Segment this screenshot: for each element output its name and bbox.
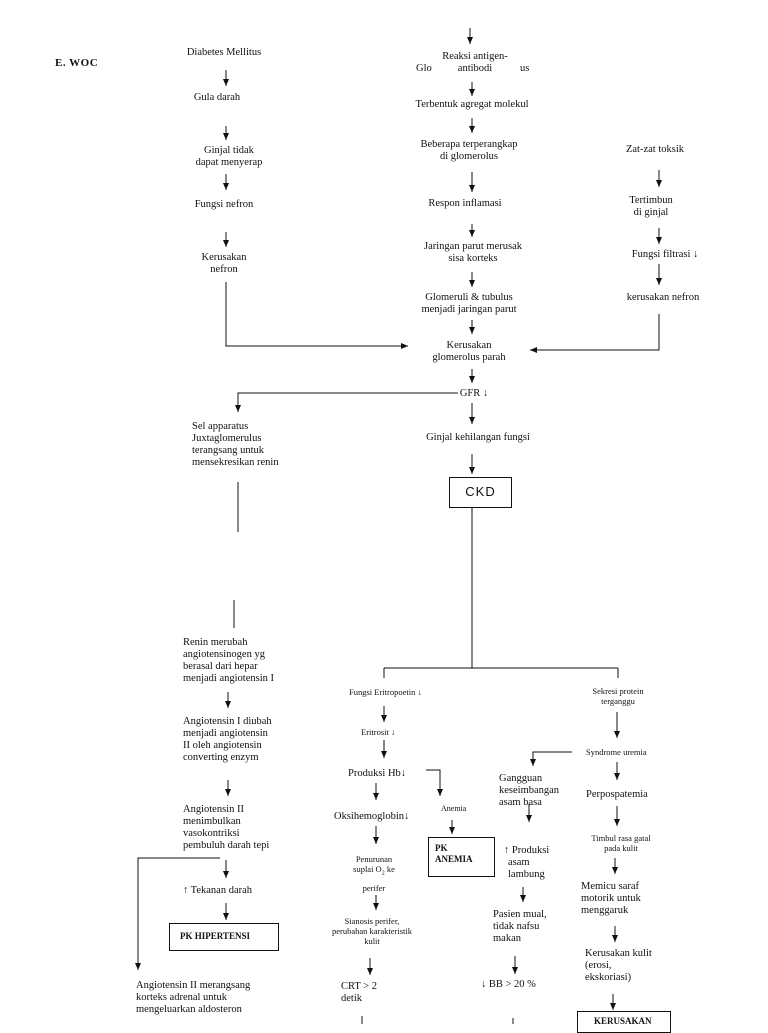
node-gula-darah: Gula darah xyxy=(193,92,241,103)
node-penurunan-bb: ↓ BB > 20 % xyxy=(481,979,536,990)
node-glomerulonefritis-left: Glo xyxy=(416,63,432,74)
node-produksi-hb: Produksi Hb↓ xyxy=(348,768,407,779)
kerusakan-label: KERUSAKAN xyxy=(594,1016,652,1026)
section-title: E. WOC xyxy=(55,57,99,69)
node-pasien-mual: Pasien mual,tidak nafsu makan xyxy=(493,909,547,944)
node-agregat-molekul: Terbentuk agregat molekul xyxy=(415,99,529,110)
node-gfr: GFR ↓ xyxy=(457,388,491,400)
ckd-box: CKD xyxy=(449,477,512,508)
node-zat-toksik: Zat-zat toksik xyxy=(625,144,685,155)
node-sianosis-perifer: Sianosis perifer,perubahan karakteristik… xyxy=(331,916,413,946)
node-oksihemoglobin: Oksihemoglobin↓ xyxy=(334,811,410,822)
node-kerusakan-nefron-right: kerusakan nefron xyxy=(626,292,700,303)
node-fungsi-nefron: Fungsi nefron xyxy=(194,199,254,210)
ckd-label: CKD xyxy=(465,484,496,499)
node-eritrosit: Eritrosit ↓ xyxy=(361,727,396,737)
node-perpospatemia: Perpospatemia xyxy=(586,789,648,800)
node-glomerulonefritis-right: us xyxy=(520,63,530,74)
pk-hipertensi-box: PK HIPERTENSI xyxy=(169,923,279,951)
node-kerusakan-kulit: Kerusakan kulit(erosi, ekskoriasi) xyxy=(585,948,652,983)
node-fungsi-filtrasi: Fungsi filtrasi ↓ xyxy=(631,249,699,260)
node-anemia: Anemia xyxy=(441,804,467,813)
node-fungsi-eritropoetin: Fungsi Eritropoetin ↓ xyxy=(349,687,422,697)
node-ginjal-kehilangan-fungsi: Ginjal kehilangan fungsi xyxy=(426,432,530,443)
node-respon-inflamasi: Respon inflamasi xyxy=(428,198,502,209)
node-tekanan-darah: ↑ Tekanan darah xyxy=(183,885,253,896)
node-diabetes-mellitus: Diabetes Mellitus xyxy=(186,47,262,58)
pk-hipertensi-label: PK HIPERTENSI xyxy=(180,931,250,941)
node-syndrome-uremia: Syndrome uremia xyxy=(585,747,648,757)
node-penurunan-suplai-o2: Penurunan suplai O2 ke perifer xyxy=(353,854,395,893)
kerusakan-box: KERUSAKAN xyxy=(577,1011,671,1033)
node-reaksi-antigen-antibodi: Reaksi antigen-antibodi xyxy=(440,51,510,75)
